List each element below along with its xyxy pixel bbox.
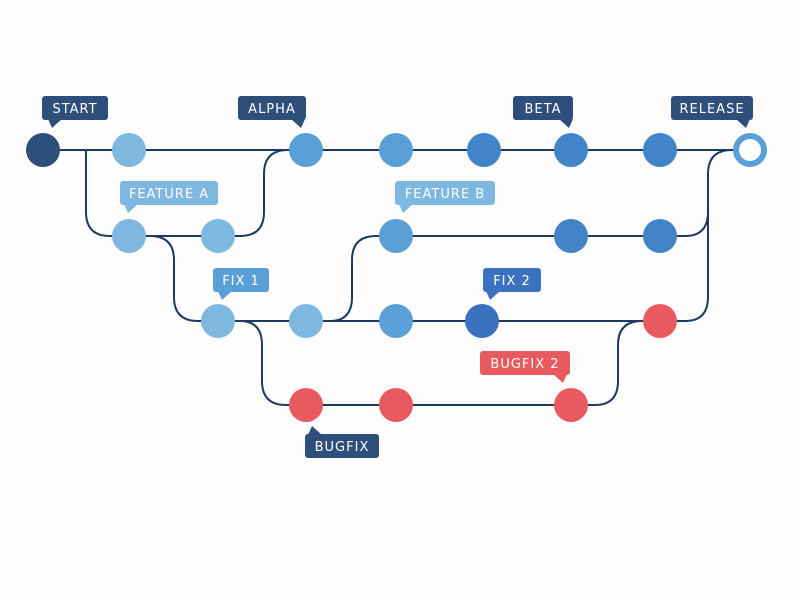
label-text: FIX 2 bbox=[493, 274, 531, 289]
branch-line bbox=[85, 150, 218, 237]
label-start: START bbox=[42, 96, 108, 128]
branch-line bbox=[660, 174, 709, 322]
label-pointer bbox=[486, 291, 500, 300]
label-fix-2: FIX 2 bbox=[483, 268, 541, 300]
branch-line bbox=[306, 235, 660, 322]
branch-line bbox=[218, 320, 571, 406]
label-box bbox=[513, 96, 573, 120]
commit-nodes bbox=[26, 133, 767, 422]
commit-node-featB3 bbox=[643, 219, 677, 253]
label-text: FEATURE B bbox=[405, 187, 485, 202]
label-release: RELEASE bbox=[671, 96, 753, 128]
commit-node-fix2b bbox=[379, 304, 413, 338]
commit-node-bug3 bbox=[554, 388, 588, 422]
label-text: BETA bbox=[525, 102, 562, 117]
label-box bbox=[305, 434, 379, 458]
commit-node-fix2a bbox=[289, 304, 323, 338]
label-pointer bbox=[48, 119, 62, 128]
label-text: START bbox=[52, 102, 97, 117]
commit-node-fixR bbox=[643, 304, 677, 338]
commit-node-n2 bbox=[112, 133, 146, 167]
label-pointer bbox=[124, 204, 138, 213]
label-alpha: ALPHA bbox=[238, 96, 306, 128]
commit-node-start bbox=[26, 133, 60, 167]
label-box bbox=[213, 268, 269, 292]
commit-node-featB1 bbox=[379, 219, 413, 253]
label-text: ALPHA bbox=[248, 102, 296, 117]
branch-labels: START ALPHA BETA RELEASE FEATURE A FEATURE B F… bbox=[42, 96, 753, 458]
label-feature-b: FEATURE B bbox=[395, 181, 495, 213]
release-node bbox=[733, 133, 767, 167]
commit-node-featA2 bbox=[201, 219, 235, 253]
commit-node-bug2 bbox=[379, 388, 413, 422]
label-fix-1: FIX 1 bbox=[213, 268, 269, 300]
commit-node-n7 bbox=[643, 133, 677, 167]
label-bugfix-2: BUGFIX 2 bbox=[480, 351, 570, 383]
label-text: BUGFIX bbox=[315, 440, 370, 455]
label-pointer bbox=[399, 204, 413, 213]
commit-node-featB2 bbox=[554, 219, 588, 253]
branch-line bbox=[129, 235, 660, 322]
commit-node-beta bbox=[554, 133, 588, 167]
label-feature-a: FEATURE A bbox=[120, 181, 218, 213]
commit-node-bug1 bbox=[289, 388, 323, 422]
label-text: BUGFIX 2 bbox=[490, 357, 559, 372]
label-box bbox=[395, 181, 495, 205]
branch-line bbox=[218, 149, 289, 237]
commit-node-alpha bbox=[289, 133, 323, 167]
label-beta: BETA bbox=[513, 96, 573, 128]
commit-node-featA1 bbox=[112, 219, 146, 253]
label-box bbox=[120, 181, 218, 205]
label-pointer bbox=[553, 374, 567, 383]
label-text: FIX 1 bbox=[222, 274, 260, 289]
commit-node-fix2 bbox=[465, 304, 499, 338]
label-text: FEATURE A bbox=[129, 187, 209, 202]
label-pointer bbox=[736, 119, 750, 128]
label-box bbox=[483, 268, 541, 292]
label-box bbox=[671, 96, 753, 120]
commit-node-fix1 bbox=[201, 304, 235, 338]
label-pointer bbox=[218, 291, 232, 300]
label-bugfix: BUGFIX bbox=[305, 426, 379, 458]
label-pointer bbox=[291, 119, 305, 128]
label-pointer bbox=[308, 426, 322, 435]
label-box bbox=[480, 351, 570, 375]
branch-line bbox=[571, 320, 660, 406]
commit-node-n5 bbox=[467, 133, 501, 167]
label-box bbox=[42, 96, 108, 120]
label-pointer bbox=[559, 119, 573, 128]
commit-node-n4 bbox=[379, 133, 413, 167]
label-text: RELEASE bbox=[679, 102, 744, 117]
label-box bbox=[238, 96, 306, 120]
